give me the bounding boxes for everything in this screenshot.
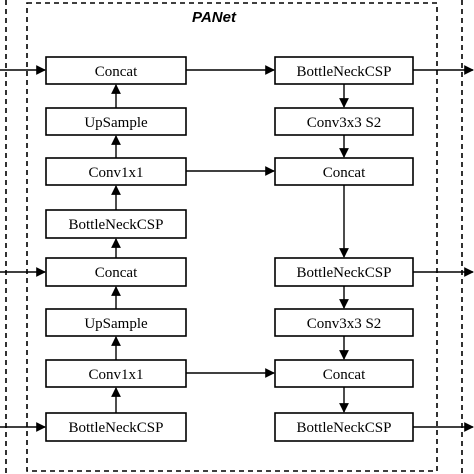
- svg-text:BottleNeckCSP: BottleNeckCSP: [296, 265, 391, 281]
- svg-text:BottleNeckCSP: BottleNeckCSP: [68, 217, 163, 233]
- svg-text:BottleNeckCSP: BottleNeckCSP: [296, 64, 391, 80]
- left-node-bottleneckcsp-middle: BottleNeckCSP: [45, 209, 187, 239]
- svg-text:Concat: Concat: [323, 165, 366, 181]
- right-node-concat-bottom: Concat: [274, 359, 414, 388]
- panet-boundary: [26, 2, 438, 472]
- left-node-upsample-bottom: UpSample: [45, 308, 187, 337]
- left-node-concat-middle: Concat: [45, 257, 187, 287]
- svg-text:Conv3x3 S2: Conv3x3 S2: [307, 115, 382, 131]
- svg-text:BottleNeckCSP: BottleNeckCSP: [68, 420, 163, 436]
- svg-text:Conv1x1: Conv1x1: [88, 367, 143, 383]
- right-node-concat-top: Concat: [274, 157, 414, 186]
- left-node-bottleneckcsp-bottom: BottleNeckCSP: [45, 412, 187, 442]
- svg-text:Conv1x1: Conv1x1: [88, 165, 143, 181]
- right-node-bottleneckcsp-bottom: BottleNeckCSP: [274, 412, 414, 442]
- svg-text:Concat: Concat: [323, 367, 366, 383]
- right-node-conv3x3-top: Conv3x3 S2: [274, 107, 414, 136]
- svg-text:Conv3x3 S2: Conv3x3 S2: [307, 316, 382, 332]
- panet-title: PANet: [192, 9, 237, 26]
- left-node-upsample-top: UpSample: [45, 107, 187, 136]
- svg-text:UpSample: UpSample: [84, 115, 148, 131]
- left-node-conv1x1-bottom: Conv1x1: [45, 359, 187, 388]
- svg-text:UpSample: UpSample: [84, 316, 148, 332]
- svg-text:Concat: Concat: [95, 265, 138, 281]
- left-node-conv1x1-top: Conv1x1: [45, 157, 187, 186]
- svg-text:Concat: Concat: [95, 64, 138, 80]
- svg-text:BottleNeckCSP: BottleNeckCSP: [296, 420, 391, 436]
- right-node-bottleneckcsp-top: BottleNeckCSP: [274, 56, 414, 85]
- right-node-bottleneckcsp-middle: BottleNeckCSP: [274, 257, 414, 287]
- right-node-conv3x3-bottom: Conv3x3 S2: [274, 308, 414, 337]
- left-node-concat-top: Concat: [45, 56, 187, 85]
